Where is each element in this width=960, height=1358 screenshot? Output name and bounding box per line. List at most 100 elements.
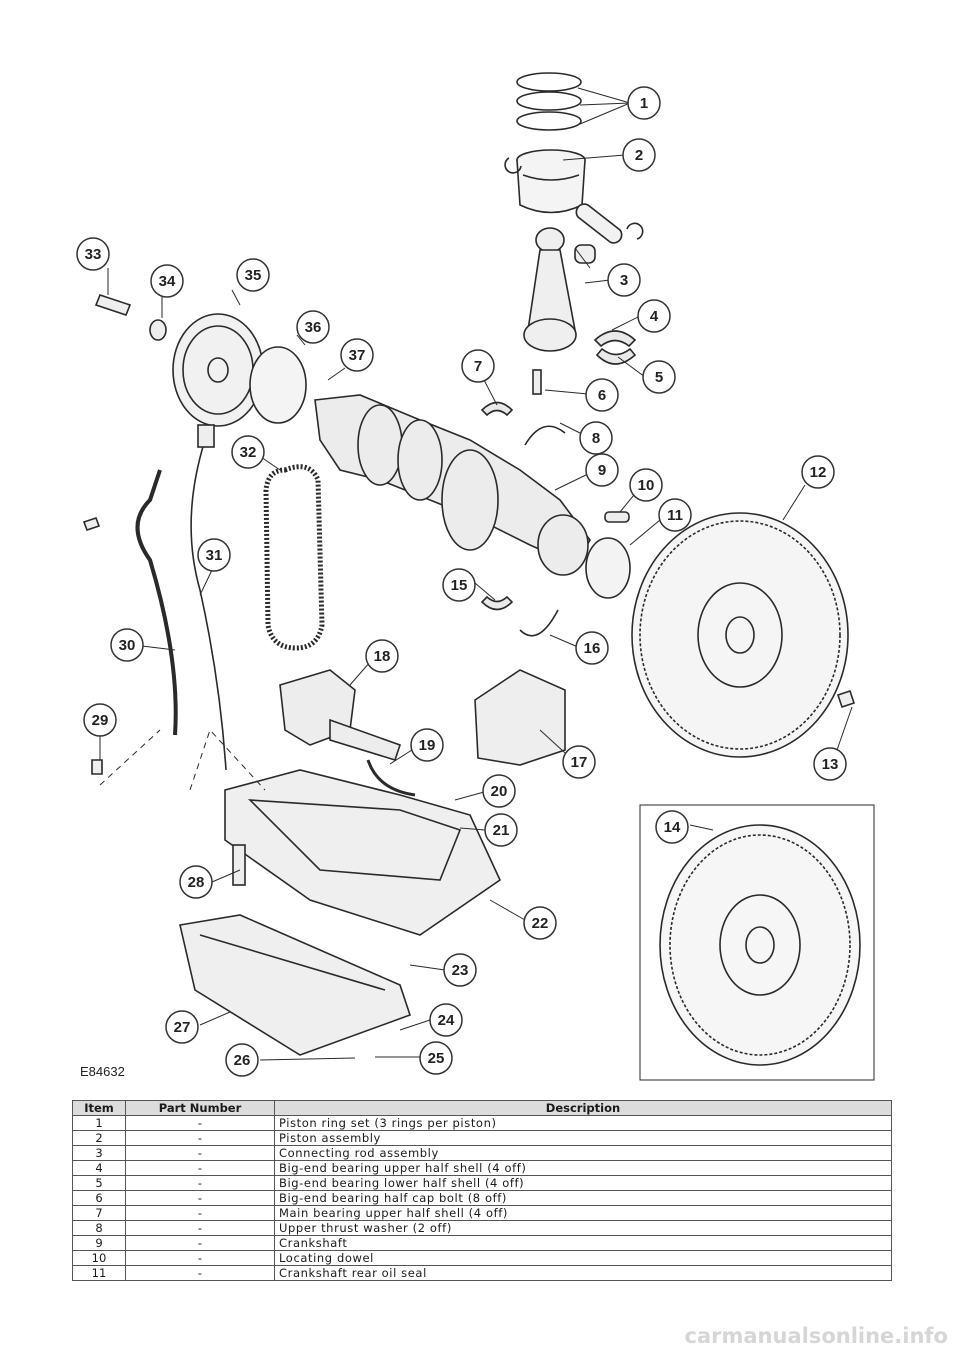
svg-text:16: 16: [584, 640, 601, 657]
upper-oil-pan-illustration: [224, 769, 502, 936]
dipstick-handle-illustration: [197, 424, 215, 448]
svg-text:37: 37: [349, 347, 366, 364]
item-cell: 10: [72, 1250, 126, 1266]
description-cell: Connecting rod assembly: [274, 1145, 892, 1161]
svg-text:23: 23: [452, 962, 469, 979]
item-cell: 1: [72, 1115, 126, 1131]
bolt-left-illustration: [82, 516, 101, 532]
callout-2: 2: [622, 138, 656, 172]
bearing-ladder-illustration: [474, 669, 566, 766]
svg-text:3: 3: [620, 272, 628, 289]
svg-text:21: 21: [493, 822, 510, 839]
callout-4: 4: [637, 299, 671, 333]
callout-10: 10: [629, 468, 663, 502]
svg-text:34: 34: [159, 273, 176, 290]
dipstick-28-illustration: [232, 844, 246, 886]
callout-35: 35: [236, 258, 270, 292]
dipstick-tube-illustration: [190, 439, 227, 771]
callout-20: 20: [482, 774, 516, 808]
svg-text:9: 9: [598, 462, 606, 479]
callout-23: 23: [443, 953, 477, 987]
callout-18: 18: [365, 639, 399, 673]
part-number-cell: -: [125, 1160, 275, 1176]
oil-pickup-pipe-illustration: [135, 469, 178, 736]
callout-12: 12: [801, 455, 835, 489]
flexplate-illustration: [659, 824, 861, 1066]
item-cell: 2: [72, 1130, 126, 1146]
column-header-item: Item: [72, 1100, 126, 1116]
table-row: 6-Big-end bearing half cap bolt (8 off): [72, 1190, 892, 1206]
washer-illustration: [149, 319, 167, 341]
svg-text:12: 12: [810, 464, 827, 481]
callout-9: 9: [585, 453, 619, 487]
callout-1: 1: [627, 86, 661, 120]
svg-text:30: 30: [119, 637, 136, 654]
callout-26: 26: [225, 1043, 259, 1077]
circlip-illustration-2: [626, 222, 644, 240]
svg-text:1: 1: [640, 95, 648, 112]
svg-text:15: 15: [451, 577, 468, 594]
callout-3: 3: [607, 263, 641, 297]
svg-text:10: 10: [638, 477, 655, 494]
crankshaft-illustration: [314, 394, 591, 576]
main-bearing-shell-upper: [480, 401, 514, 417]
item-cell: 3: [72, 1145, 126, 1161]
callout-27: 27: [165, 1010, 199, 1044]
part-number-cell: -: [125, 1115, 275, 1131]
description-cell: Big-end bearing lower half shell (4 off): [274, 1175, 892, 1191]
callout-24: 24: [429, 1003, 463, 1037]
svg-text:36: 36: [305, 319, 322, 336]
piston-ring-illustration: [516, 72, 582, 131]
pulley-bolt-illustration: [94, 294, 132, 316]
oil-pump-illustration: [279, 669, 402, 761]
column-header-part-number: Part Number: [125, 1100, 275, 1116]
description-cell: Big-end bearing upper half shell (4 off): [274, 1160, 892, 1176]
svg-text:8: 8: [592, 430, 600, 447]
table-row: 10-Locating dowel: [72, 1250, 892, 1266]
callout-25: 25: [419, 1041, 453, 1075]
part-number-cell: -: [125, 1220, 275, 1236]
description-cell: Upper thrust washer (2 off): [274, 1220, 892, 1236]
description-cell: Piston ring set (3 rings per piston): [274, 1115, 892, 1131]
callout-14: 14: [655, 810, 689, 844]
svg-text:19: 19: [419, 737, 436, 754]
cap-bolt-illustration: [532, 369, 542, 395]
svg-text:17: 17: [571, 754, 588, 771]
table-row: 4-Big-end bearing upper half shell (4 of…: [72, 1160, 892, 1176]
svg-text:35: 35: [245, 267, 262, 284]
svg-text:4: 4: [650, 308, 659, 325]
callout-37: 37: [340, 338, 374, 372]
part-number-cell: -: [125, 1235, 275, 1251]
part-number-cell: -: [125, 1250, 275, 1266]
thrust-washer-lower: [519, 609, 559, 637]
item-cell: 7: [72, 1205, 126, 1221]
svg-text:29: 29: [92, 712, 109, 729]
callout-33: 33: [76, 237, 110, 271]
big-end-shell-upper: [593, 330, 637, 348]
description-cell: Piston assembly: [274, 1130, 892, 1146]
table-row: 3-Connecting rod assembly: [72, 1145, 892, 1161]
callout-28: 28: [179, 865, 213, 899]
table-row: 7-Main bearing upper half shell (4 off): [72, 1205, 892, 1221]
callouts: 1 2 3 4 5 6 7 8 9 10 11 12 13 14 15 16 1…: [76, 86, 847, 1077]
svg-text:5: 5: [655, 369, 663, 386]
description-cell: Main bearing upper half shell (4 off): [274, 1205, 892, 1221]
flywheel-inset-frame: [639, 804, 875, 1081]
callout-7: 7: [461, 349, 495, 383]
parts-table: Item Part Number Description 1-Piston ri…: [72, 1100, 892, 1281]
callout-19: 19: [410, 728, 444, 762]
dowel-illustration: [604, 511, 630, 523]
part-number-cell: -: [125, 1145, 275, 1161]
svg-text:32: 32: [240, 444, 257, 461]
callout-29: 29: [83, 703, 117, 737]
reluctor-ring-illustration: [249, 346, 307, 424]
svg-text:26: 26: [234, 1052, 251, 1069]
main-bearing-shell-lower: [480, 595, 514, 611]
callout-6: 6: [585, 378, 619, 412]
part-number-cell: -: [125, 1205, 275, 1221]
crankshaft-pulley-illustration: [172, 313, 264, 427]
exploded-view-diagram: 1 2 3 4 5 6 7 8 9 10 11 12 13 14 15 16 1…: [76, 72, 875, 1081]
callout-16: 16: [575, 631, 609, 665]
circlip-illustration: [504, 157, 522, 174]
svg-text:22: 22: [532, 915, 549, 932]
